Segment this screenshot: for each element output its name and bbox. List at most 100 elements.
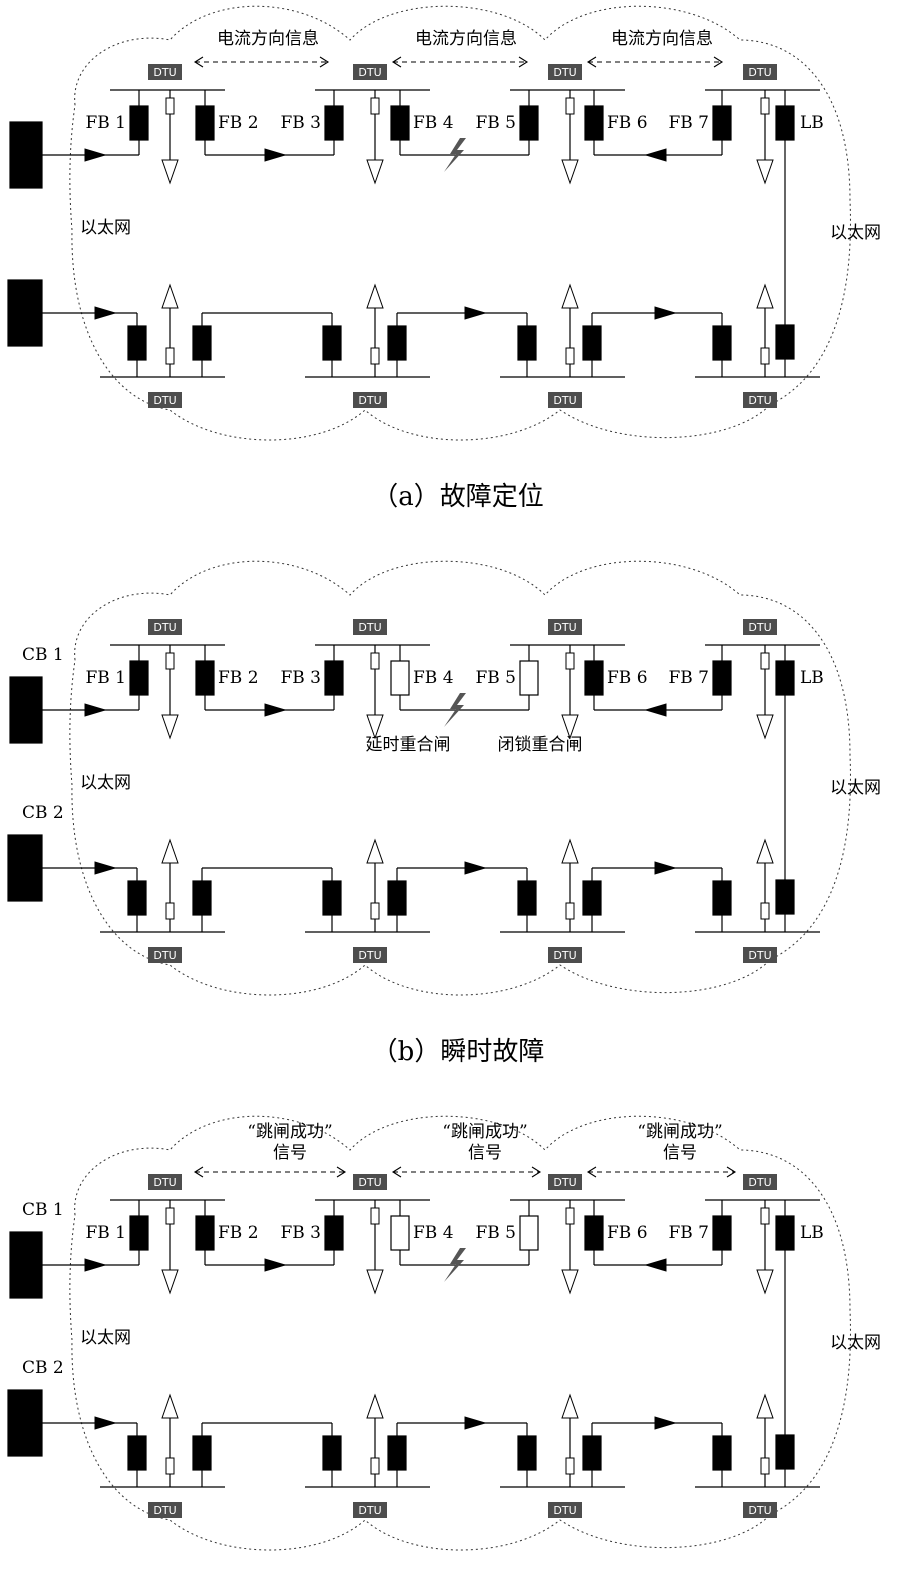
substation-cb2 [7,834,43,902]
bottom-switch [712,325,732,361]
info-arrow-head [713,56,724,68]
dtu-rect [548,392,582,408]
fuse-switch [165,347,175,365]
switch-fb2 [195,105,215,141]
switch-label-fb5: FB 5 [475,113,516,133]
switch-fb3 [324,660,344,696]
dtu-rect [148,947,182,963]
cb1-label: CB 1 [22,1200,64,1220]
info-arrow-head [726,1166,737,1178]
bottom-switch [517,880,537,916]
info-arrow-head [193,1166,204,1178]
dtu-rect [743,947,777,963]
dtu-rect [148,1502,182,1518]
dtu-label: DTU [748,66,771,79]
dtu-label: DTU [748,1504,771,1517]
switch-label-fb4: FB 4 [413,668,454,688]
fuse-switch [370,652,380,670]
switch-label-fb6: FB 6 [607,668,648,688]
switch-label-fb5: FB 5 [475,1223,516,1243]
load-arrow-icon [161,159,179,185]
dtu-rect [148,392,182,408]
dtu-box: DTU [148,619,182,635]
load-arrow-icon [366,838,384,864]
bottom-switch [517,325,537,361]
load-arrow-icon [756,838,774,864]
fuse-switch [760,1207,770,1225]
fuse-switch [370,347,380,365]
bottom-switch [322,880,342,916]
dtu-box: DTU [148,1174,182,1190]
fuse-switch [165,1207,175,1225]
substation-cb1 [9,121,43,189]
flow-arrow [654,1416,677,1430]
dtu-label: DTU [748,621,771,634]
switch-lb [775,660,795,696]
switch-fb7 [712,105,732,141]
fuse-switch [370,1207,380,1225]
dtu-box: DTU [743,392,777,408]
dtu-rect [148,619,182,635]
flow-arrow [264,148,287,162]
dtu-box: DTU [353,1174,387,1190]
load-arrow-icon [161,1393,179,1419]
bottom-switch [582,1435,602,1471]
switch-label-fb7: FB 7 [668,1223,709,1243]
switch-label-fb3: FB 3 [280,668,321,688]
ethernet-cloud [69,560,851,996]
ethernet-label-left: 以太网 [80,1328,131,1348]
dtu-rect [548,1502,582,1518]
dtu-rect [743,1174,777,1190]
bottom-switch [192,325,212,361]
panel-caption: （b）瞬时故障 [372,1037,545,1067]
dtu-box: DTU [743,947,777,963]
switch-label-fb2: FB 2 [218,1223,259,1243]
flow-arrow [84,148,107,162]
dtu-box: DTU [148,392,182,408]
trip-signal-label: “跳闸成功” [637,1122,722,1142]
dtu-rect [148,64,182,80]
trip-signal-label-2: 信号 [468,1143,502,1163]
dtu-box: DTU [743,619,777,635]
info-arrow-head [319,56,330,68]
load-arrow-icon [561,714,579,740]
fuse-switch [760,902,770,920]
fuse-switch [165,902,175,920]
switch-fb6 [584,660,604,696]
dtu-rect [353,947,387,963]
flow-arrow [644,148,667,162]
info-arrow-head [336,1166,347,1178]
dtu-box: DTU [148,64,182,80]
flow-arrow [84,703,107,717]
ethernet-label-right: 以太网 [830,1333,881,1353]
fuse-switch [565,1207,575,1225]
dtu-box: DTU [548,947,582,963]
cb2-label: CB 2 [22,1358,64,1378]
bottom-switch [387,880,407,916]
load-arrow-icon [756,159,774,185]
dtu-rect [353,1502,387,1518]
fuse-switch [370,97,380,115]
fuse-switch [370,1457,380,1475]
dtu-box: DTU [743,1174,777,1190]
bottom-switch [322,1435,342,1471]
dtu-rect [743,1502,777,1518]
current-info-label: 电流方向信息 [415,29,517,49]
trip-signal-label: “跳闸成功” [442,1122,527,1142]
switch-fb1 [129,660,149,696]
dtu-rect [743,392,777,408]
fuse-switch [165,1457,175,1475]
bottom-switch [582,325,602,361]
fuse-switch [165,97,175,115]
flow-arrow [654,306,677,320]
info-arrow-head [586,1166,597,1178]
info-arrow-head [391,1166,402,1178]
switch-fb4 [390,105,410,141]
dtu-box: DTU [548,392,582,408]
switch-fb3 [324,1215,344,1251]
load-arrow-icon [756,1393,774,1419]
dtu-label: DTU [748,1176,771,1189]
trip-signal-label: “跳闸成功” [247,1122,332,1142]
switch-label-fb4: FB 4 [413,1223,454,1243]
